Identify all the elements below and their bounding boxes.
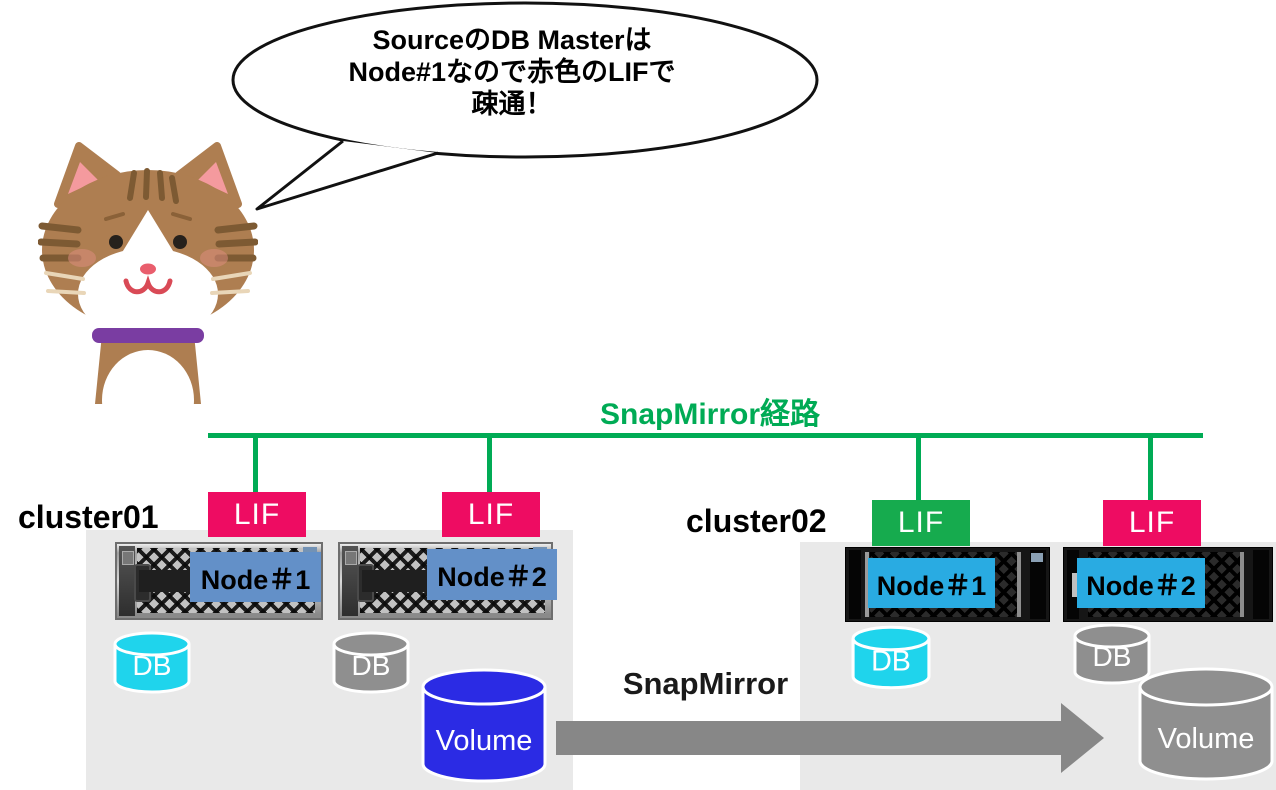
array-button	[345, 551, 357, 565]
db-cylinder-cluster02-node1: DB	[850, 625, 932, 696]
cluster01-label: cluster01	[18, 499, 159, 535]
array-side-bar	[849, 550, 861, 619]
db-label: DB	[352, 650, 391, 681]
bubble-line: 疎通！	[471, 89, 553, 119]
bubble-line: SourceのDB Masterは	[372, 25, 652, 55]
speech-bubble-text: SourceのDB Masterは Node#1なので赤色のLIFで 疎通！	[282, 24, 742, 120]
array-handle	[1072, 572, 1081, 597]
cluster02-label: cluster02	[686, 503, 827, 539]
lif-badge-cluster02-node1: LIF	[872, 500, 970, 546]
snapmirror-arrow	[556, 703, 1104, 773]
db-label: DB	[871, 645, 911, 677]
snapmirror-route-label: SnapMirror経路	[599, 398, 821, 431]
lif-connector	[916, 436, 921, 501]
node-label-cluster01-node1: Node＃1	[190, 552, 321, 602]
lif-badge-cluster01-node2: LIF	[442, 492, 540, 537]
cat-illustration	[38, 142, 258, 404]
array-corner-badge	[1031, 553, 1043, 562]
lif-badge-cluster01-node1: LIF	[208, 492, 306, 537]
node-label-cluster01-node2: Node＃2	[427, 549, 557, 600]
snapmirror-transfer-label: SnapMirror	[622, 666, 789, 701]
volume-label: Volume	[436, 725, 533, 757]
speech-bubble	[231, 1, 819, 211]
snapmirror-route-line	[208, 433, 1203, 438]
array-button	[122, 551, 134, 565]
lif-connector	[253, 436, 258, 493]
db-cylinder-cluster02-node2: DB	[1071, 623, 1153, 691]
bubble-line: Node#1なので赤色のLIFで	[348, 57, 676, 87]
array-side-bar	[1030, 550, 1046, 619]
array-side-bar	[1253, 550, 1269, 619]
node-label-cluster02-node2: Node＃2	[1077, 558, 1205, 608]
node-label-cluster02-node1: Node＃1	[868, 558, 995, 608]
db-cylinder-cluster01-node2: DB	[331, 631, 411, 700]
array-side-strip	[1017, 552, 1021, 617]
db-label: DB	[133, 650, 172, 681]
volume-label: Volume	[1158, 723, 1255, 755]
array-side-strip	[1240, 552, 1244, 617]
db-label: DB	[1093, 641, 1132, 672]
lif-connector	[487, 436, 492, 493]
db-cylinder-cluster01-node1: DB	[112, 631, 192, 700]
lif-badge-cluster02-node2: LIF	[1103, 500, 1201, 546]
array-side-strip	[865, 552, 869, 617]
volume-cylinder-cluster01: Volume	[419, 667, 549, 790]
lif-connector	[1148, 436, 1153, 501]
volume-cylinder-cluster02: Volume	[1136, 666, 1276, 790]
